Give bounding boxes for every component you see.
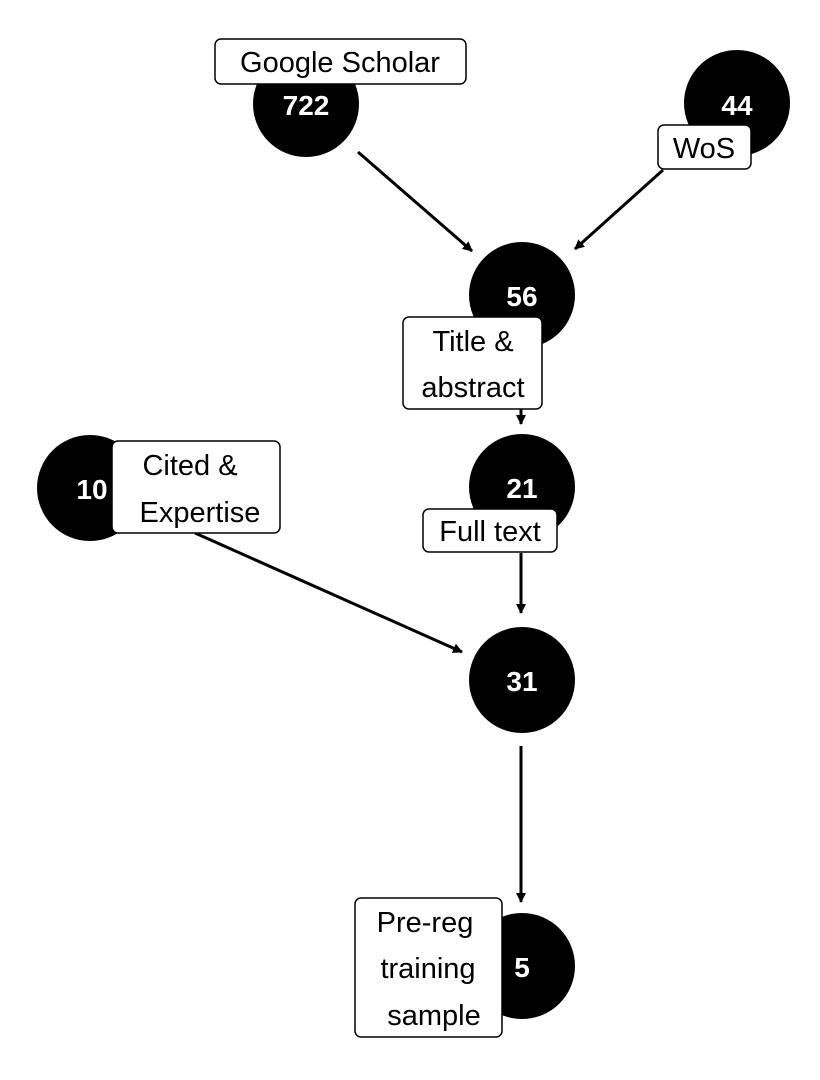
node-circle — [469, 627, 575, 733]
node-label-line-1: Title & — [432, 326, 513, 358]
node-label-line-1: Pre-reg — [377, 907, 474, 939]
node-label-box — [354, 897, 503, 1038]
node-label-box — [422, 508, 558, 553]
node-final-sample: 5 Pre-reg training sample — [354, 897, 575, 1038]
node-combined: 31 — [469, 627, 575, 733]
node-full-text: 21 Full text — [422, 434, 575, 553]
node-label-line-2: training — [380, 953, 475, 985]
node-cited-expertise: 10 Cited & Expertise — [37, 435, 281, 541]
node-google-scholar: 722 Google Scholar — [214, 38, 467, 157]
node-label-box — [214, 38, 467, 85]
node-label-line-2: abstract — [421, 372, 524, 404]
node-label-box — [657, 124, 752, 170]
node-label-line-2: Expertise — [140, 497, 261, 529]
node-label: Google Scholar — [240, 47, 440, 79]
node-count: 21 — [506, 473, 537, 504]
node-count: 10 — [76, 474, 107, 505]
node-label-line-1: Cited & — [142, 450, 237, 482]
node-count: 31 — [506, 666, 537, 697]
node-count: 722 — [283, 90, 330, 121]
node-label-line-3: sample — [387, 1000, 481, 1032]
node-label: Full text — [439, 516, 541, 548]
node-label-box — [111, 440, 281, 534]
edge-google-scholar-to-title-abstract — [357, 150, 473, 253]
edge-wos-to-title-abstract — [573, 168, 665, 251]
node-count: 44 — [721, 90, 753, 121]
node-count: 5 — [514, 952, 530, 983]
node-wos: 44 WoS — [657, 50, 790, 170]
edge-cited-expertise-to-combined — [194, 531, 463, 654]
node-title-abstract: 56 Title & abstract — [402, 242, 575, 410]
edges — [194, 150, 665, 903]
node-label-box — [402, 316, 543, 410]
node-count: 56 — [506, 281, 537, 312]
node-label: WoS — [673, 133, 735, 165]
